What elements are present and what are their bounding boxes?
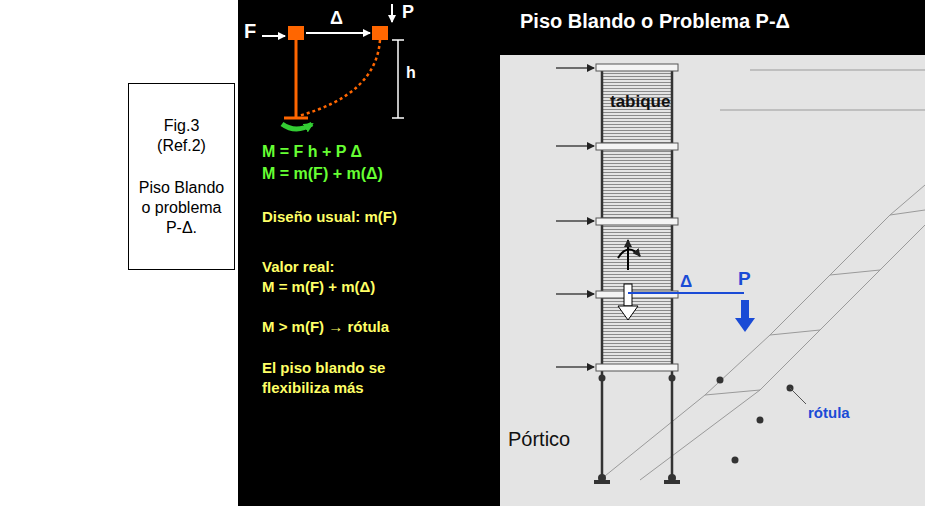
building-drawing-part [618,240,755,332]
hinge-label: rótula [808,404,850,421]
load-label: P [738,268,751,290]
drift-label: Δ [680,272,692,292]
frame-sketch-part [284,117,308,120]
conclusion-note: El piso blando se flexibiliza más [262,358,412,399]
building-drawing-part-part [640,225,925,480]
building-drawing-part-part [601,68,604,480]
figure-caption: Piso Blando o problema P-Δ. [136,178,228,238]
building-drawing-part-part [705,210,925,395]
building-drawing-part-part [741,300,749,318]
building-drawing-part-part [671,68,674,480]
frame-sketch-part [295,40,298,117]
building-drawing-part-part [628,292,744,294]
frame-sketch-part [298,40,380,116]
building-drawing-part-part [596,364,678,371]
frame-sketch-part [391,4,393,22]
caption-box: Fig.3 (Ref.2) Piso Blando o problema P-Δ. [128,83,235,270]
drift-label: Δ [330,8,343,29]
moment-equation: M = m(F) + m(Δ) [262,165,383,183]
title: Piso Blando o Problema P-Δ [520,10,790,33]
moment-equation: M = m(F) + m(Δ) [262,278,375,295]
design-note: Diseño usual: m(F) [262,208,397,225]
frame-sketch-part [372,26,388,40]
building-drawing-part-part [717,377,724,384]
building-drawing-part-part [596,143,678,150]
building-drawing-part [602,68,672,480]
building-drawing-part-part [669,375,676,382]
frame-sketch-part [397,40,399,118]
force-label: F [244,20,256,43]
frame-sketch-part [392,39,404,41]
building-drawing-part-part [598,474,606,482]
building-drawing-part-part [618,249,640,258]
frame-sketch-part [392,117,404,119]
building-drawing-part-part [618,306,638,320]
building-drawing-part [596,64,678,371]
real-value-note: Valor real: [262,258,335,275]
partition-label: tabique [610,92,670,112]
building-drawing-part-part [757,417,764,424]
hinge-note: M > m(F) → rótula [262,318,389,335]
frame-sketch-part [282,124,312,129]
image-area [500,55,925,506]
building-drawing-part-part [627,240,629,270]
building-drawing-part-part [556,293,594,295]
building-drawing-part-part [556,145,594,147]
building-drawing-part-part [596,218,678,225]
frame-sketch [262,4,404,129]
frame-sketch-part [288,26,304,40]
building-drawing-part-part [556,366,594,368]
height-label: h [406,64,416,82]
building-drawing-part-part [596,64,678,71]
building-drawing-part-part [599,375,606,382]
frame-label: Pórtico [508,428,570,451]
moment-equation: M = F h + P Δ [262,143,362,161]
black-panel [238,0,925,506]
building-drawing [556,64,925,484]
frame-sketch-part [306,32,370,34]
frame-sketch-part [262,35,285,37]
building-drawing-part-part [624,284,632,306]
building-drawing-part-part [556,67,594,69]
figure-number: Fig.3 (Ref.2) [147,116,217,156]
building-drawing-part-part [720,70,925,110]
building-drawing-part-part [732,457,739,464]
building-drawing-part-part [668,474,676,482]
load-label: P [402,2,414,23]
building-drawing-part-part [735,318,755,332]
building-drawing-part [790,388,806,404]
building-drawing-part [556,68,594,367]
building-drawing-part [594,375,794,485]
building-drawing-part-part [556,220,594,222]
